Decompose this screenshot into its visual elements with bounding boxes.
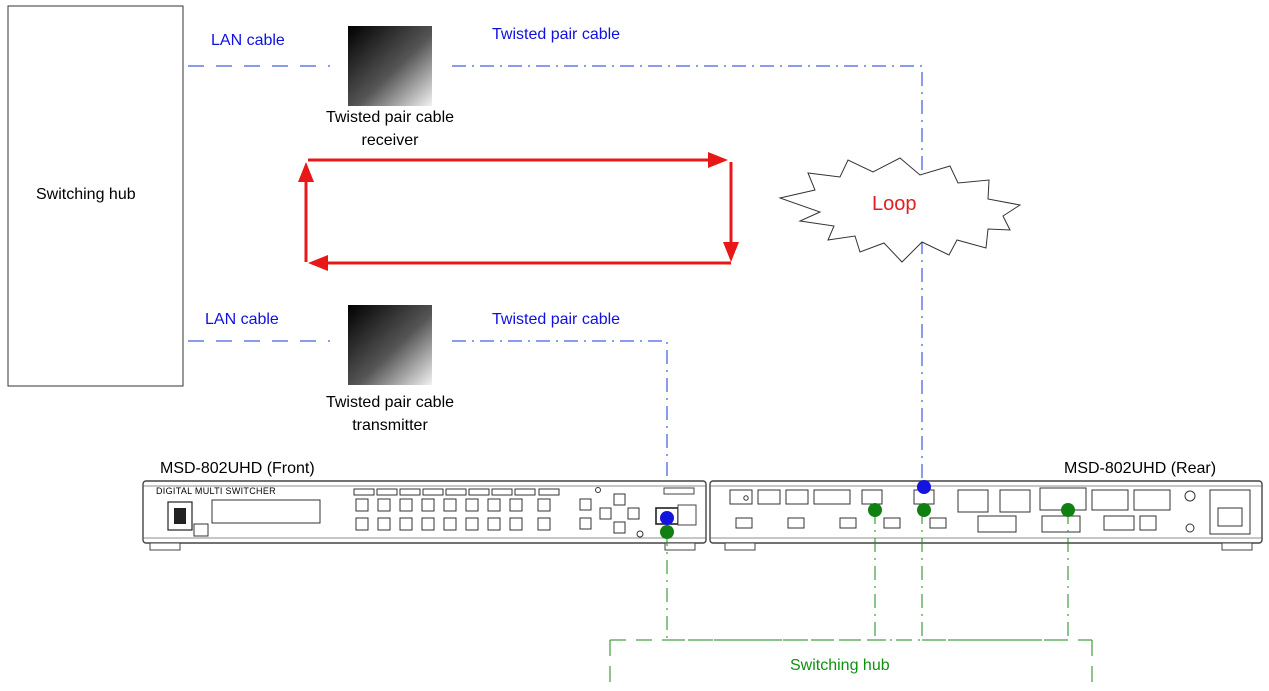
loop-label: Loop bbox=[872, 193, 917, 215]
front-panel-text: DIGITAL MULTI SWITCHER bbox=[156, 486, 276, 496]
front-lan-port-green bbox=[660, 525, 674, 539]
twisted-pair-line-top bbox=[452, 65, 923, 482]
rear-panel-device bbox=[709, 480, 1263, 551]
rear-lan-port-green-1 bbox=[868, 503, 882, 517]
front-tp-port-blue bbox=[660, 511, 674, 525]
rear-tp-port-blue bbox=[917, 480, 931, 494]
transmitter-label-line2: transmitter bbox=[352, 417, 428, 434]
rear-lan-port-green-3 bbox=[1061, 503, 1075, 517]
lan-cable-label-bottom: LAN cable bbox=[205, 311, 279, 328]
twisted-pair-cable-label-top: Twisted pair cable bbox=[492, 26, 621, 43]
front-unit-label: MSD-802UHD (Front) bbox=[160, 460, 315, 477]
receiver-label-line1: Twisted pair cable bbox=[325, 109, 455, 126]
loop-burst bbox=[778, 157, 1022, 263]
rear-lan-port-green-2 bbox=[917, 503, 931, 517]
front-panel-device bbox=[142, 480, 707, 551]
receiver-device bbox=[348, 26, 432, 106]
switching-hub-top-box bbox=[7, 5, 184, 387]
twisted-pair-line-bottom bbox=[452, 340, 668, 527]
green-lan-lines bbox=[666, 510, 1069, 641]
switching-hub-bottom-box bbox=[609, 639, 1093, 691]
receiver-label-line2: receiver bbox=[361, 132, 419, 149]
lan-cable-label-top: LAN cable bbox=[211, 32, 285, 49]
switching-hub-top-label: Switching hub bbox=[36, 186, 136, 203]
loop-arrows bbox=[298, 152, 739, 271]
twisted-pair-cable-label-bottom: Twisted pair cable bbox=[492, 311, 621, 328]
transmitter-device bbox=[348, 305, 432, 385]
rear-unit-label: MSD-802UHD (Rear) bbox=[1064, 460, 1217, 477]
switching-hub-bottom-label: Switching hub bbox=[790, 657, 890, 674]
transmitter-label-line1: Twisted pair cable bbox=[325, 394, 455, 411]
